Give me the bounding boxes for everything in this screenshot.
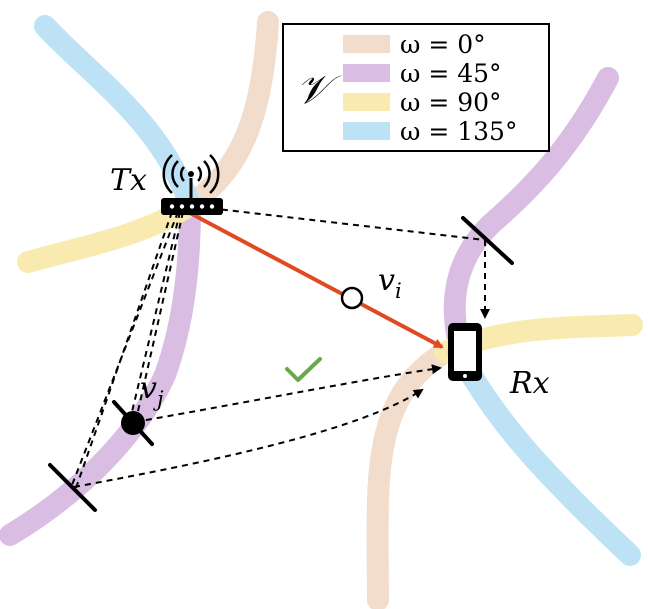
path-tx-reflector-left-2 xyxy=(75,211,173,489)
tx-label: Tx xyxy=(110,163,147,198)
legend-swatch xyxy=(343,122,390,140)
path-tx-vj-2 xyxy=(135,211,184,421)
legend-swatch xyxy=(343,64,390,82)
path-vj-rx xyxy=(134,364,442,423)
vi-label: vi xyxy=(378,263,402,303)
vi-marker xyxy=(340,286,364,310)
vj-label: vj xyxy=(140,371,164,411)
reflector-icon xyxy=(48,463,97,512)
curve-omega-0-bottom xyxy=(366,341,456,609)
path-tx-vj-1 xyxy=(129,211,181,421)
legend-box xyxy=(282,23,550,152)
check-icon xyxy=(285,357,322,382)
legend-label: ω = 45° xyxy=(400,59,502,88)
path-tx-reflector-right xyxy=(199,206,486,241)
curve-omega-45-left xyxy=(0,194,201,546)
legend-swatch xyxy=(343,35,390,53)
legend-label: ω = 135° xyxy=(400,117,517,146)
curve-omega-45-right xyxy=(443,67,619,351)
reflector-icon xyxy=(461,216,514,265)
legend-label: ω = 90° xyxy=(400,88,502,117)
vj-marker xyxy=(121,411,145,435)
direct-path xyxy=(187,210,444,349)
path-reflector-left-rx xyxy=(73,388,424,488)
phone-icon xyxy=(448,323,482,381)
router-icon xyxy=(161,154,223,215)
reflected-paths xyxy=(71,206,490,489)
curve-omega-135-top xyxy=(34,15,201,216)
legend-items: ω = 0°ω = 45°ω = 90°ω = 135° xyxy=(343,30,517,146)
legend-swatch xyxy=(343,93,390,111)
curve-omega-0-top xyxy=(179,11,279,216)
legend-label: ω = 0° xyxy=(400,30,486,59)
legend: 𝒱 ω = 0°ω = 45°ω = 90°ω = 135° xyxy=(282,23,550,152)
rx-label: Rx xyxy=(509,366,550,401)
